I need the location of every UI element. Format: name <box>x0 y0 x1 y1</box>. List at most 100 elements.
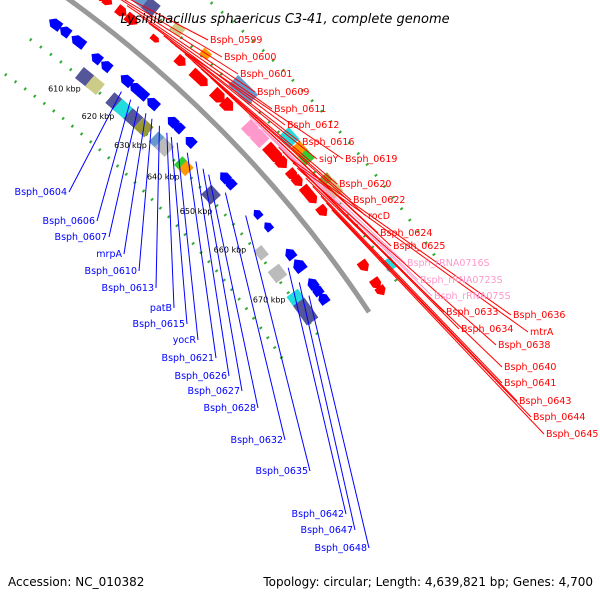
gene-label-right: Bsph_0600 <box>224 52 276 63</box>
gene-shape <box>318 293 331 306</box>
tick-mark <box>374 173 378 178</box>
tick-mark <box>394 278 398 282</box>
tick-mark <box>424 241 428 245</box>
gene-shape <box>315 203 328 217</box>
gene-arrow <box>101 0 113 6</box>
kbp-label: 610 kbp <box>48 84 81 93</box>
tick-mark <box>39 45 43 49</box>
gene-arrow <box>123 11 138 26</box>
gene-label-right: Bsph_0620 <box>339 179 391 190</box>
leader-line <box>217 84 392 247</box>
gene-arrow <box>284 167 298 180</box>
gene-shape <box>123 11 138 26</box>
gene-label-right: Bsph_0622 <box>353 195 405 206</box>
tick-mark <box>223 213 228 217</box>
gene-label-left: Bsph_0604 <box>15 187 67 198</box>
gene-label-left: patB <box>150 303 172 314</box>
tick-mark <box>166 215 171 219</box>
gene-shape <box>290 173 303 187</box>
tick-mark <box>150 197 154 202</box>
gene-arrow <box>114 4 127 17</box>
tick-mark <box>4 72 8 77</box>
tick-mark <box>42 101 47 106</box>
gene-label-right: Bsph_0644 <box>533 412 585 423</box>
gene-arrow <box>195 74 208 87</box>
gene-arrow <box>218 96 234 111</box>
gene-shape <box>141 0 161 17</box>
gene-arrow <box>253 209 264 221</box>
gene-arrow <box>290 173 303 187</box>
leader-line <box>126 5 256 93</box>
gene-block <box>253 245 269 261</box>
gene-block <box>173 156 190 172</box>
leader-line <box>68 91 122 193</box>
tick-mark <box>338 130 342 134</box>
gene-shape <box>253 209 264 221</box>
tick-mark <box>98 91 102 95</box>
tick-mark <box>175 223 179 228</box>
tick-mark <box>106 156 111 160</box>
gene-arrow <box>149 33 160 43</box>
leader-line <box>296 167 497 346</box>
tick-mark <box>251 39 255 43</box>
gene-arrow <box>188 67 203 82</box>
gene-label-left: Bsph_0648 <box>315 543 367 554</box>
tick-mark <box>61 116 65 121</box>
tick-mark <box>391 195 395 200</box>
gene-label-right: rocD <box>368 211 390 222</box>
gene-block <box>123 108 144 128</box>
leader-line <box>245 215 311 472</box>
gene-arrow <box>147 97 161 112</box>
tick-mark <box>215 203 219 208</box>
leader-line <box>108 106 139 238</box>
gene-label-left: yocR <box>173 335 197 346</box>
tick-mark <box>241 29 245 34</box>
leader-line <box>326 202 532 418</box>
gene-shape <box>249 128 270 149</box>
gene-label-right: mtrA <box>530 327 554 338</box>
leader-line <box>200 68 367 217</box>
tick-mark <box>258 326 263 330</box>
tick-mark <box>310 99 314 103</box>
label-leaders <box>68 0 545 549</box>
gene-label-right: Bsph_0612 <box>287 120 339 131</box>
tick-mark <box>214 269 219 273</box>
gene-label-left: Bsph_0632 <box>231 435 283 446</box>
tick-mark <box>265 336 270 340</box>
gene-arrow <box>307 278 320 291</box>
tick-mark <box>263 261 268 265</box>
gene-label-right: Bsph_0609 <box>257 87 309 98</box>
gene-shape <box>267 148 283 163</box>
gene-shape <box>307 278 320 291</box>
gene-arrow <box>374 284 386 296</box>
leader-line <box>155 125 160 289</box>
leader-line <box>174 45 344 160</box>
kbp-label: 660 kbp <box>214 246 247 255</box>
gene-shape <box>208 86 225 103</box>
gene-shape <box>264 222 275 233</box>
leader-line <box>292 162 529 333</box>
gene-shape <box>149 33 160 43</box>
tick-mark <box>69 67 73 72</box>
leader-line <box>176 142 199 341</box>
gene-arrow <box>240 119 259 137</box>
tick-mark <box>271 58 275 63</box>
tick-mark <box>207 259 211 264</box>
tick-mark <box>189 44 194 49</box>
tick-mark <box>124 172 129 176</box>
gene-shape <box>136 88 151 102</box>
tick-mark <box>261 48 265 53</box>
gene-arrow <box>356 258 369 272</box>
gene-shape <box>173 53 186 66</box>
gene-shape <box>71 35 88 50</box>
gene-arrow <box>318 293 331 306</box>
gene-label-right: Bsph_0641 <box>504 378 556 389</box>
kbp-label: 640 kbp <box>147 173 180 182</box>
gene-shape <box>178 160 194 177</box>
gene-shape <box>201 184 221 205</box>
tick-mark <box>191 241 195 246</box>
gene-block <box>249 128 270 149</box>
gene-arrow <box>173 53 186 66</box>
